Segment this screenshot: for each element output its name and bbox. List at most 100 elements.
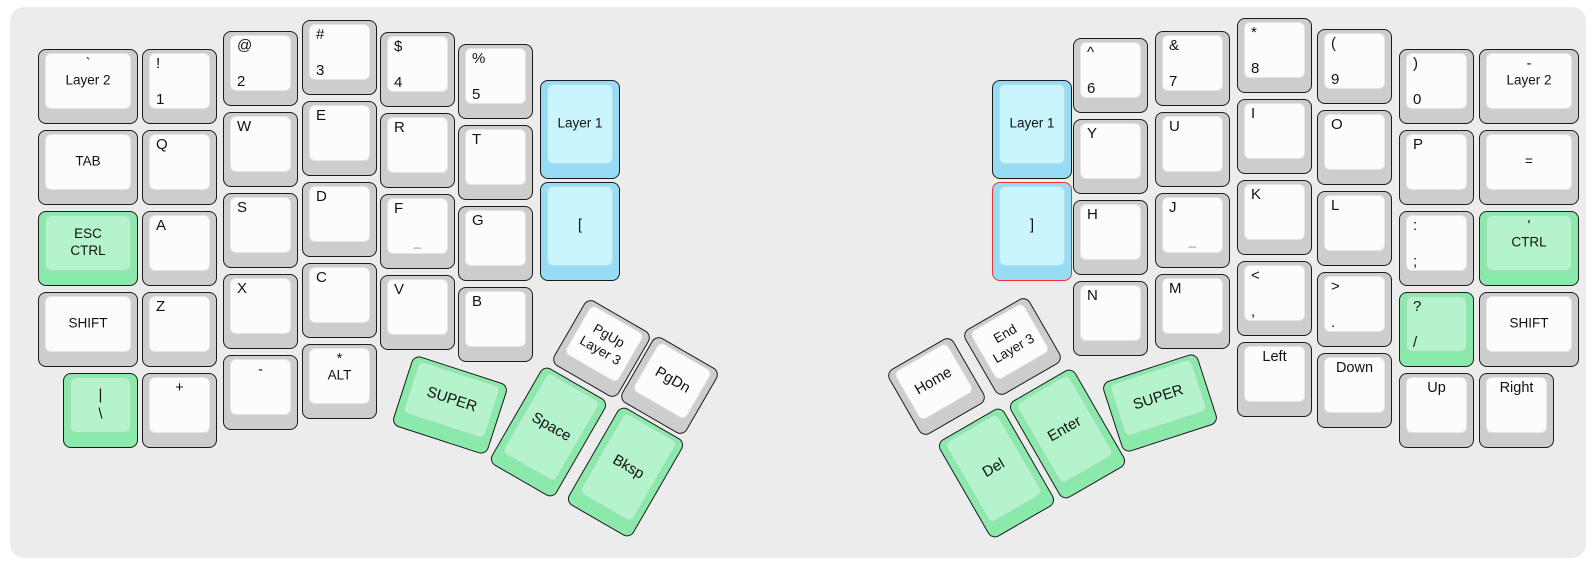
key-r[interactable]: R [380, 113, 455, 188]
key-v[interactable]: V [380, 275, 455, 350]
key-star-alt[interactable]: *ALT [302, 344, 377, 419]
key-z[interactable]: Z [142, 292, 217, 367]
keycap-face: Left [1244, 346, 1305, 402]
key-plus[interactable]: + [142, 373, 217, 448]
key-label-tl: J [1169, 199, 1177, 216]
key-rbracket[interactable]: ] [992, 182, 1072, 281]
key-p[interactable]: P [1399, 130, 1474, 205]
key-c[interactable]: C [302, 263, 377, 338]
key-tab[interactable]: TAB [38, 130, 138, 205]
key-a[interactable]: A [142, 211, 217, 286]
key-m[interactable]: M [1155, 274, 1230, 349]
key-semicolon[interactable]: :; [1399, 211, 1474, 286]
key-label-c: Del [978, 454, 1007, 481]
key-1[interactable]: !1 [142, 49, 217, 124]
key-label-tc: ' [1527, 218, 1531, 234]
key-x[interactable]: X [223, 274, 298, 349]
key-slash[interactable]: ?/ [1399, 292, 1474, 367]
key-right-arrow[interactable]: Right [1479, 373, 1554, 448]
keycap-face: U [1162, 116, 1223, 172]
key-7[interactable]: &7 [1155, 31, 1230, 106]
key-j[interactable]: J_ [1155, 193, 1230, 268]
key-l[interactable]: L [1317, 191, 1392, 266]
key-label-tl: X [237, 280, 248, 297]
keycap-face: | \ [70, 377, 131, 433]
key-up-arrow[interactable]: Up [1399, 373, 1474, 448]
key-down-arrow[interactable]: Down [1317, 353, 1392, 428]
key-label-bc: _ [413, 233, 422, 249]
key-d[interactable]: D [302, 182, 377, 257]
key-label-c: SUPER [424, 382, 480, 416]
keycap-face: ] [999, 186, 1065, 266]
key-f[interactable]: F_ [380, 194, 455, 269]
key-label-tl: H [1087, 206, 1098, 223]
key-label-tl: Y [1087, 125, 1098, 142]
key-b[interactable]: B [458, 287, 533, 362]
key-label-ml: 0 [1413, 91, 1422, 108]
key-equals[interactable]: = [1479, 130, 1579, 205]
key-shift-left[interactable]: SHIFT [38, 292, 138, 367]
keycap-face: S [230, 197, 291, 253]
key-label-ml: 3 [316, 62, 325, 79]
key-minus-layer2[interactable]: -Layer 2 [1479, 49, 1579, 124]
key-left-arrow[interactable]: Left [1237, 342, 1312, 417]
key-o[interactable]: O [1317, 110, 1392, 185]
keycap-face: + [149, 377, 210, 433]
key-lbracket[interactable]: [ [540, 182, 620, 281]
key-label-tl: K [1251, 186, 1262, 203]
key-3[interactable]: #3 [302, 20, 377, 95]
keycap-face: M [1162, 278, 1223, 334]
key-s[interactable]: S [223, 193, 298, 268]
keycap-face: A [149, 215, 210, 271]
key-comma[interactable]: <, [1237, 261, 1312, 336]
keycap-face: *8 [1244, 22, 1305, 78]
key-8[interactable]: *8 [1237, 18, 1312, 93]
key-g[interactable]: G [458, 206, 533, 281]
key-5[interactable]: %5 [458, 44, 533, 119]
key-shift-right[interactable]: SHIFT [1479, 292, 1579, 367]
key-layer1-left[interactable]: Layer 1 [540, 80, 620, 179]
key-label-tc: - [258, 362, 263, 378]
key-label-tl: I [1251, 105, 1256, 122]
keycap-face: = [1486, 134, 1572, 190]
key-label-c: SUPER [1130, 380, 1186, 414]
key-9[interactable]: (9 [1317, 29, 1392, 104]
key-k[interactable]: K [1237, 180, 1312, 255]
key-y[interactable]: Y [1073, 119, 1148, 194]
key-q[interactable]: Q [142, 130, 217, 205]
keycap-face: F_ [387, 198, 448, 254]
key-4[interactable]: $4 [380, 32, 455, 107]
key-label-tc: Up [1427, 380, 1446, 396]
key-grave-layer2[interactable]: `Layer 2 [38, 49, 138, 124]
key-t[interactable]: T [458, 125, 533, 200]
key-label-tc: ` [85, 56, 91, 72]
key-n[interactable]: N [1073, 281, 1148, 356]
key-label-tl: > [1331, 278, 1340, 295]
key-label-tl: N [1087, 287, 1098, 304]
keycap-face: R [387, 117, 448, 173]
key-label-tc: - [1526, 56, 1532, 72]
key-label-tc: Right [1499, 380, 1534, 396]
key-period[interactable]: >. [1317, 272, 1392, 347]
key-label-ml: 9 [1331, 71, 1340, 88]
keycap-face: B [465, 291, 526, 347]
key-6[interactable]: ^6 [1073, 38, 1148, 113]
key-label-c: Space [528, 408, 574, 445]
key-quote-ctrl[interactable]: 'CTRL [1479, 211, 1579, 286]
key-minus[interactable]: - [223, 355, 298, 430]
key-label-tl: & [1169, 37, 1180, 54]
key-w[interactable]: W [223, 112, 298, 187]
key-label-tl: @ [237, 37, 253, 54]
key-esc-ctrl[interactable]: ESC CTRL [38, 211, 138, 286]
key-i[interactable]: I [1237, 99, 1312, 174]
key-u[interactable]: U [1155, 112, 1230, 187]
key-pipe-backslash[interactable]: | \ [63, 373, 138, 448]
key-label-tl: G [472, 212, 484, 229]
key-h[interactable]: H [1073, 200, 1148, 275]
key-layer1-right[interactable]: Layer 1 [992, 80, 1072, 179]
key-0[interactable]: )0 [1399, 49, 1474, 124]
keycap-face: Layer 1 [999, 84, 1065, 164]
key-label-ml: 7 [1169, 73, 1178, 90]
key-2[interactable]: @2 [223, 31, 298, 106]
key-e[interactable]: E [302, 101, 377, 176]
